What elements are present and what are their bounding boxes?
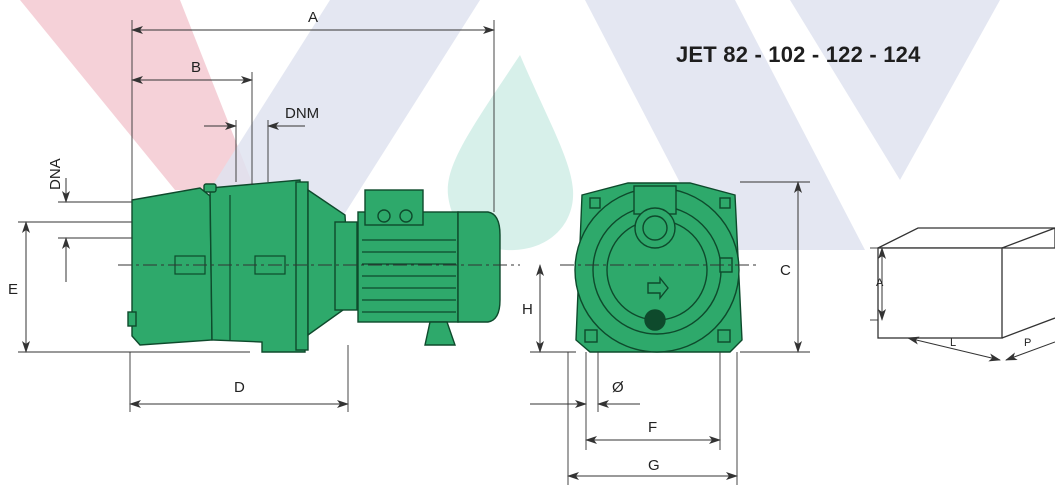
label-dim-f: F [648,419,657,436]
pump-side-view [127,179,501,353]
label-dim-dna: DNA [47,158,64,190]
label-dim-dnm: DNM [285,105,319,122]
label-dim-g: G [648,457,660,474]
pump-front-view [574,182,743,353]
label-dim-b: B [191,59,201,76]
label-pkg-l: L [950,337,956,349]
label-pkg-p: P [1024,337,1031,349]
label-dim-h: H [522,301,533,318]
label-dim-c: C [780,262,791,279]
dimension-lines [22,26,1055,480]
package-box [877,227,1055,339]
label-dim-e: E [8,281,18,298]
label-pkg-a: A [876,277,884,289]
dim-line-pkg-p [1005,341,1055,361]
model-title: JET 82 - 102 - 122 - 124 [676,42,921,67]
label-dim-a: A [308,9,318,26]
dim-line-pkg-l [907,336,1001,362]
label-dim-d: D [234,379,245,396]
label-dim-o: Ø [612,379,624,396]
